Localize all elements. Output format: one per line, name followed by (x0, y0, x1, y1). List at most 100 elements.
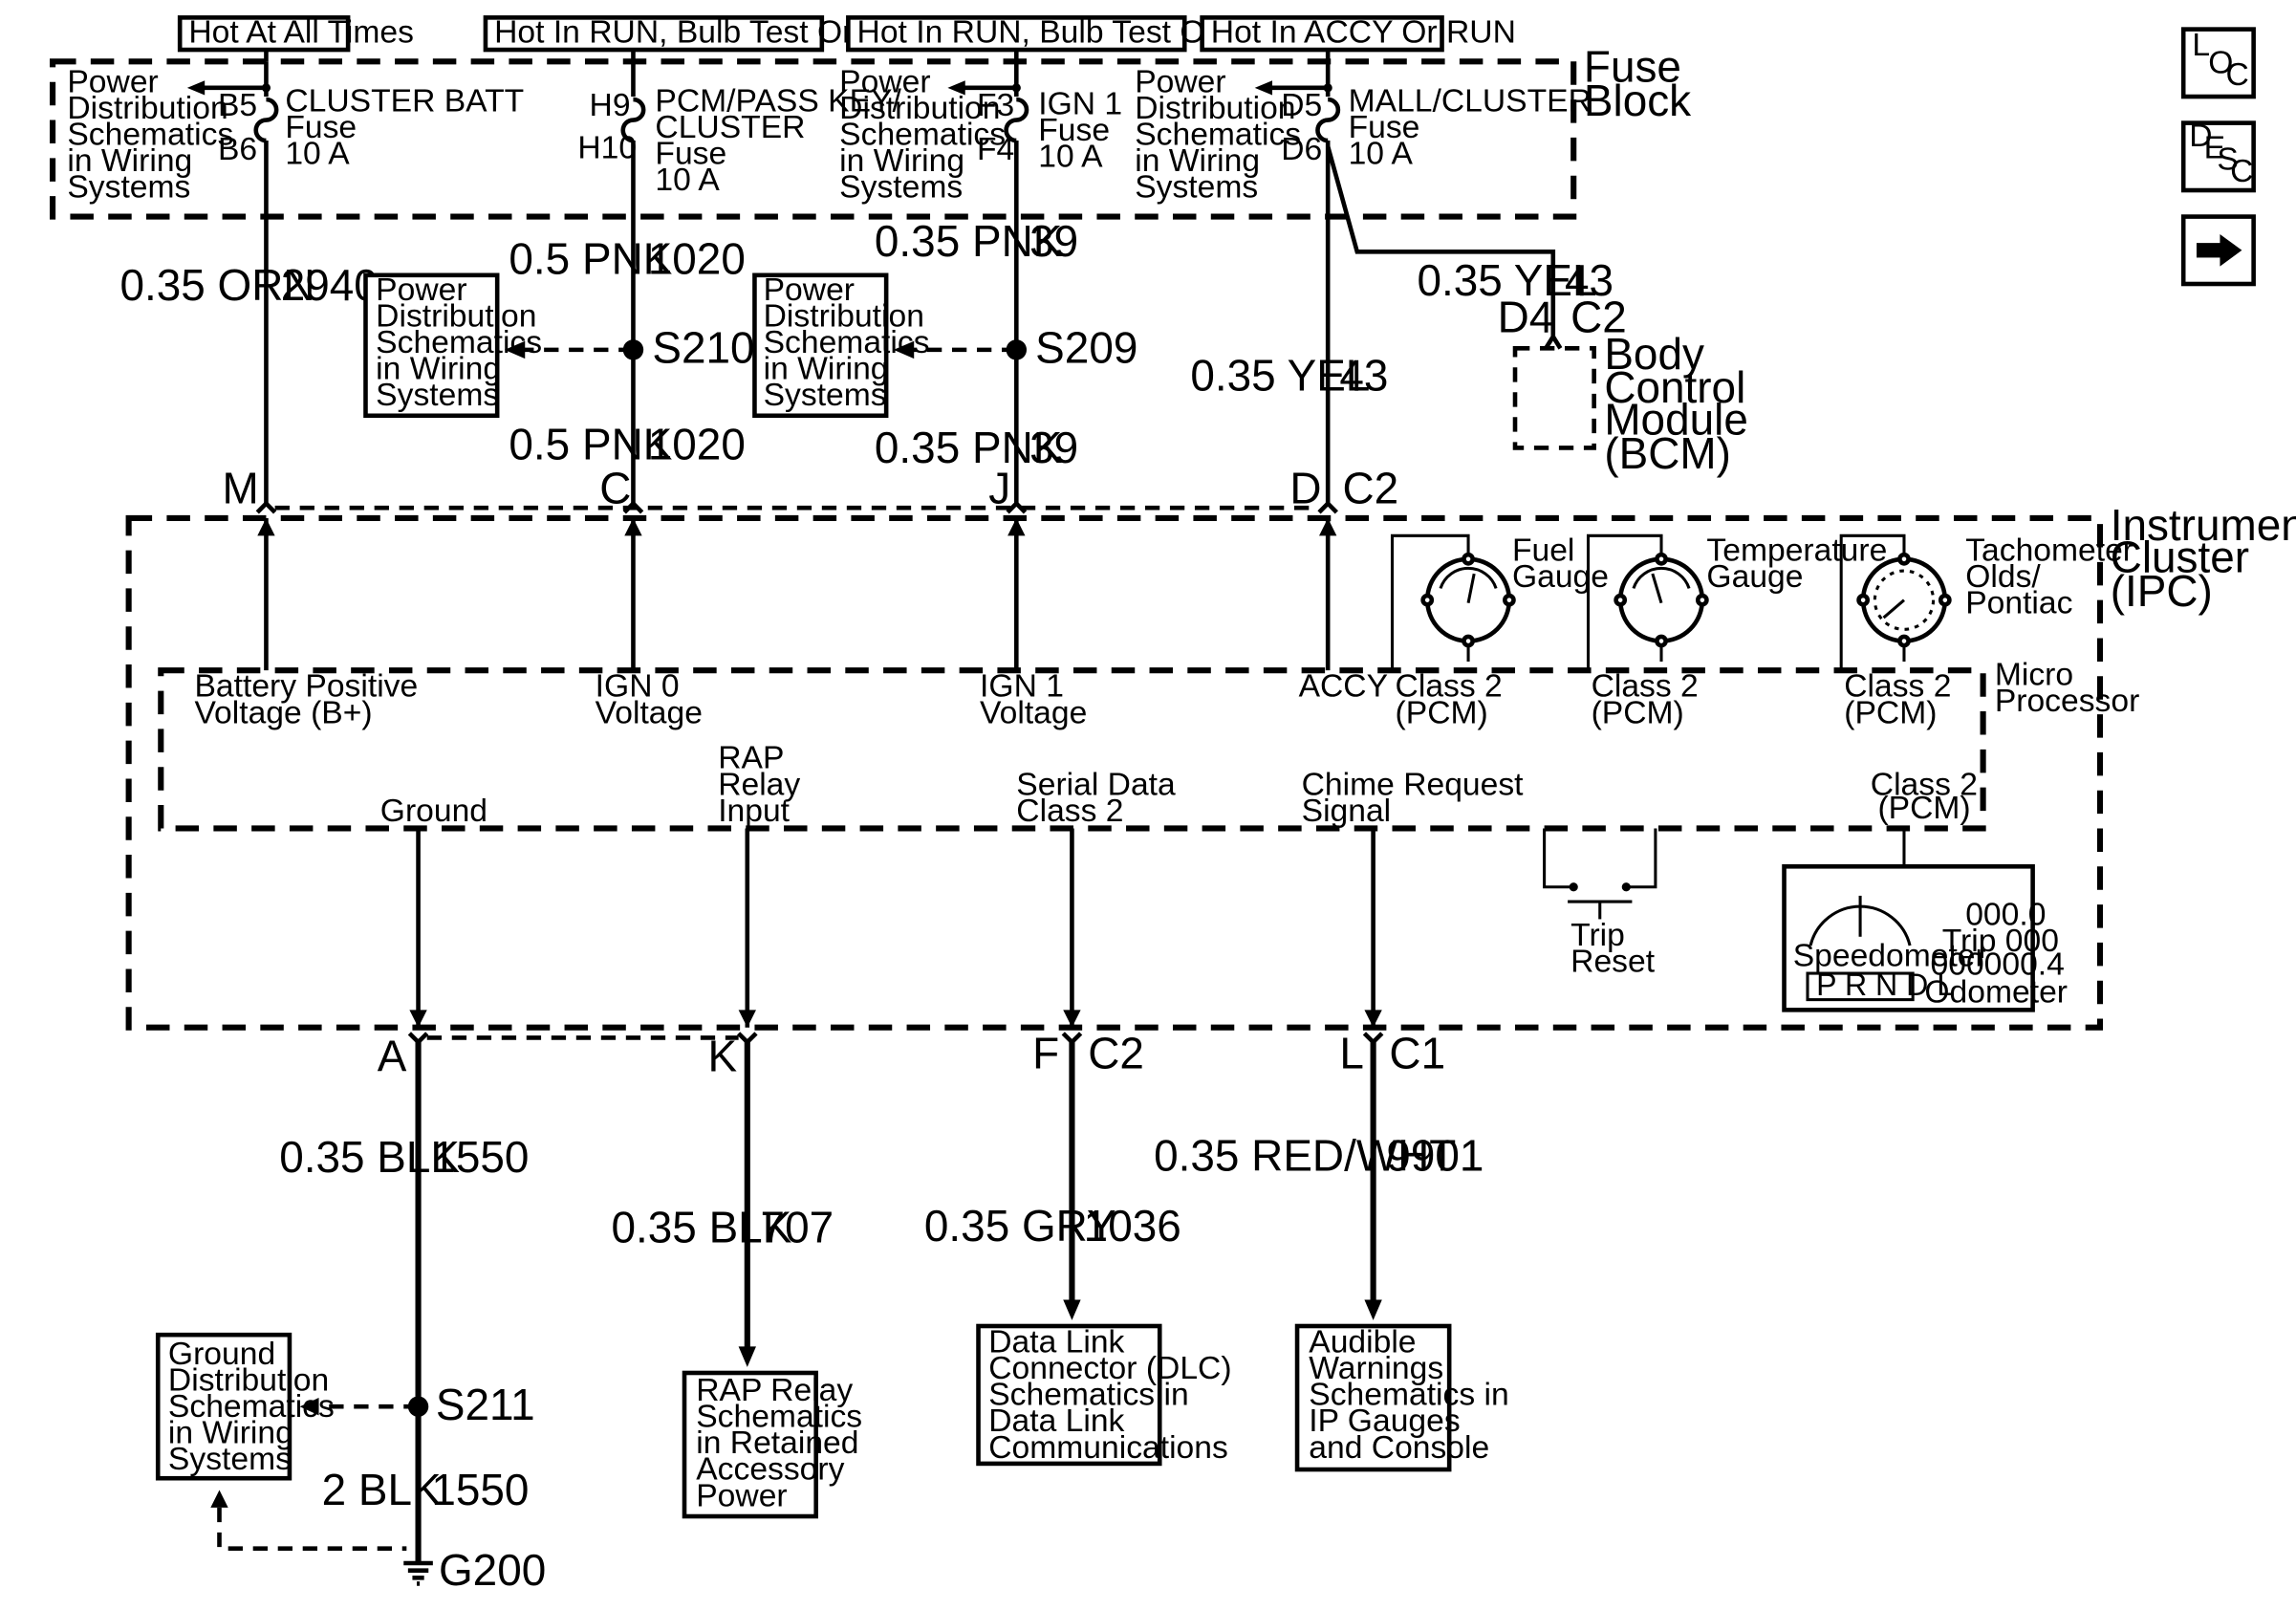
svg-text:Hot In ACCY Or RUN: Hot In ACCY Or RUN (1211, 14, 1516, 50)
svg-text:43: 43 (1339, 351, 1388, 401)
ipc-outline (125, 514, 2104, 1031)
power-dist-note-2: Power Distribution Schematics in Wiring … (839, 64, 1006, 205)
svg-text:Accessory: Accessory (696, 1452, 844, 1488)
bcm-module: D4 C2 Body Control Module (BCM) (1498, 293, 1748, 478)
svg-text:L: L (1339, 1029, 1364, 1078)
svg-text:F4: F4 (977, 132, 1014, 167)
svg-text:(BCM): (BCM) (1604, 428, 1731, 478)
svg-text:10 A: 10 A (285, 136, 350, 171)
hot-label-batt: Hot At All Times (177, 14, 414, 53)
svg-text:Distribution: Distribution (67, 91, 227, 126)
svg-text:1020: 1020 (648, 233, 746, 283)
svg-text:Voltage: Voltage (980, 695, 1087, 730)
rap-relay-box: RAP Relay Schematics in Retained Accesso… (682, 1370, 862, 1519)
power-dist-note-3: Power Distribution Schematics in Wiring … (1135, 64, 1301, 205)
svg-text:000000.4: 000000.4 (1931, 947, 2065, 983)
wire-1020: 0.5 PNK 1020 0.5 PNK 1020 (509, 140, 746, 504)
svg-text:2 BLK: 2 BLK (322, 1465, 442, 1514)
svg-text:(IPC): (IPC) (2111, 566, 2213, 616)
svg-text:Tachometer: Tachometer (1965, 533, 2134, 568)
svg-text:in Wiring: in Wiring (1135, 143, 1260, 179)
svg-text:C1: C1 (1389, 1029, 1445, 1078)
svg-text:Systems: Systems (168, 1442, 292, 1477)
loc-button[interactable]: L O C (2180, 27, 2256, 99)
svg-text:Schematics: Schematics (168, 1389, 335, 1425)
svg-text:0.35 YEL: 0.35 YEL (1418, 255, 1597, 305)
svg-text:000.0: 000.0 (1965, 898, 2046, 933)
ipc-label: Instrument Cluster (IPC) (2111, 500, 2296, 616)
svg-text:D5: D5 (1281, 88, 1322, 123)
wire-707: 0.35 BLK 707 (612, 1042, 834, 1367)
fuel-gauge: Fuel Gauge Class 2 (PCM) (1390, 533, 1609, 730)
svg-text:Signal: Signal (1302, 794, 1392, 829)
wire-2940: 0.35 ORN 2940 (119, 140, 379, 504)
svg-text:C2: C2 (1570, 293, 1627, 342)
svg-text:Power: Power (67, 64, 158, 99)
splice-s209: S209 (1035, 323, 1137, 373)
svg-text:Body: Body (1604, 329, 1704, 379)
fuse-block-label: Fuse (1584, 42, 1681, 92)
svg-text:Fuse: Fuse (1349, 110, 1420, 145)
svg-text:1550: 1550 (431, 1132, 529, 1182)
svg-text:Control: Control (1604, 362, 1745, 412)
svg-text:Schematics: Schematics (696, 1400, 862, 1435)
svg-text:L: L (2192, 28, 2210, 63)
wire-9901: 0.35 RED/WHT 9901 (1154, 1042, 1484, 1320)
trip-reset-switch: Trip Reset (1543, 828, 1657, 980)
temperature-gauge: Temperature Gauge Class 2 (PCM) (1586, 533, 1887, 730)
svg-text:Relay: Relay (718, 767, 800, 802)
svg-text:Schematics: Schematics (67, 118, 233, 153)
svg-text:(PCM): (PCM) (1844, 695, 1937, 730)
svg-text:in Wiring: in Wiring (764, 351, 889, 386)
svg-text:0.35 PNK: 0.35 PNK (875, 423, 1063, 472)
splice-s211: S211 (436, 1380, 535, 1429)
fuse-ign-1: F3 F4 IGN 1 Fuse 10 A (947, 61, 1122, 175)
svg-text:Temperature: Temperature (1706, 533, 1887, 568)
svg-text:IGN 0: IGN 0 (596, 669, 680, 705)
svg-text:Distribution: Distribution (764, 298, 924, 334)
dlc-box: Data Link Connector (DLC) Schematics in … (976, 1323, 1232, 1467)
svg-text:Fuse: Fuse (1038, 113, 1110, 148)
svg-text:10 A: 10 A (1349, 136, 1414, 171)
right-arrow-icon (2196, 233, 2242, 267)
svg-text:0.35 BLK: 0.35 BLK (612, 1203, 792, 1252)
svg-text:Systems: Systems (67, 170, 190, 206)
desc-button[interactable]: D E S C (2180, 119, 2256, 193)
svg-text:0.35 PNK: 0.35 PNK (875, 216, 1063, 266)
next-arrow-button[interactable] (2180, 214, 2256, 287)
fuse-cluster-batt: B5 B6 CLUSTER BATT Fuse 10 A (186, 61, 524, 171)
svg-text:1020: 1020 (648, 420, 746, 469)
svg-text:H10: H10 (577, 130, 637, 165)
svg-text:Power: Power (1135, 64, 1225, 99)
svg-text:H9: H9 (590, 88, 631, 123)
svg-text:ACCY: ACCY (1299, 669, 1388, 705)
svg-text:Warnings: Warnings (1309, 1351, 1443, 1386)
svg-text:Fuse: Fuse (655, 136, 726, 171)
tachometer-gauge: Tachometer Olds/ Pontiac Class 2 (PCM) (1839, 533, 2134, 730)
svg-text:2940: 2940 (281, 260, 379, 310)
svg-text:J: J (988, 464, 1010, 513)
svg-text:0.35 ORN: 0.35 ORN (119, 260, 314, 310)
fuse-block-label-2: Block (1584, 76, 1692, 125)
fuse-pcm-passkey-cluster: H9 H10 PCM/PASS KEY/ CLUSTER Fuse 10 A (577, 61, 901, 198)
svg-text:Data Link: Data Link (988, 1403, 1124, 1439)
wire-1036: 0.35 GRY 1036 (924, 1042, 1181, 1320)
svg-text:M: M (223, 464, 259, 513)
audible-warnings-box: Audible Warnings Schematics in IP Gauges… (1294, 1323, 1509, 1472)
svg-text:Chime Request: Chime Request (1302, 767, 1525, 802)
svg-text:D: D (2189, 119, 2212, 154)
svg-text:in Wiring: in Wiring (168, 1415, 293, 1450)
svg-text:C2: C2 (1088, 1029, 1144, 1078)
svg-text:Gauge: Gauge (1512, 559, 1609, 595)
svg-text:43: 43 (1565, 255, 1614, 305)
svg-text:Power: Power (696, 1478, 787, 1513)
svg-text:(PCM): (PCM) (1592, 695, 1684, 730)
wire-43: 0.35 YEL 43 0.35 YEL 43 (1190, 140, 1614, 504)
svg-text:Ground: Ground (380, 794, 487, 829)
svg-text:Ground: Ground (168, 1337, 275, 1372)
svg-text:0.35 RED/WHT: 0.35 RED/WHT (1154, 1131, 1456, 1181)
microprocessor-label: Micro (1995, 657, 2073, 692)
svg-text:Class 2: Class 2 (1592, 669, 1699, 705)
svg-text:E: E (2204, 130, 2225, 165)
svg-text:Systems: Systems (376, 378, 499, 413)
